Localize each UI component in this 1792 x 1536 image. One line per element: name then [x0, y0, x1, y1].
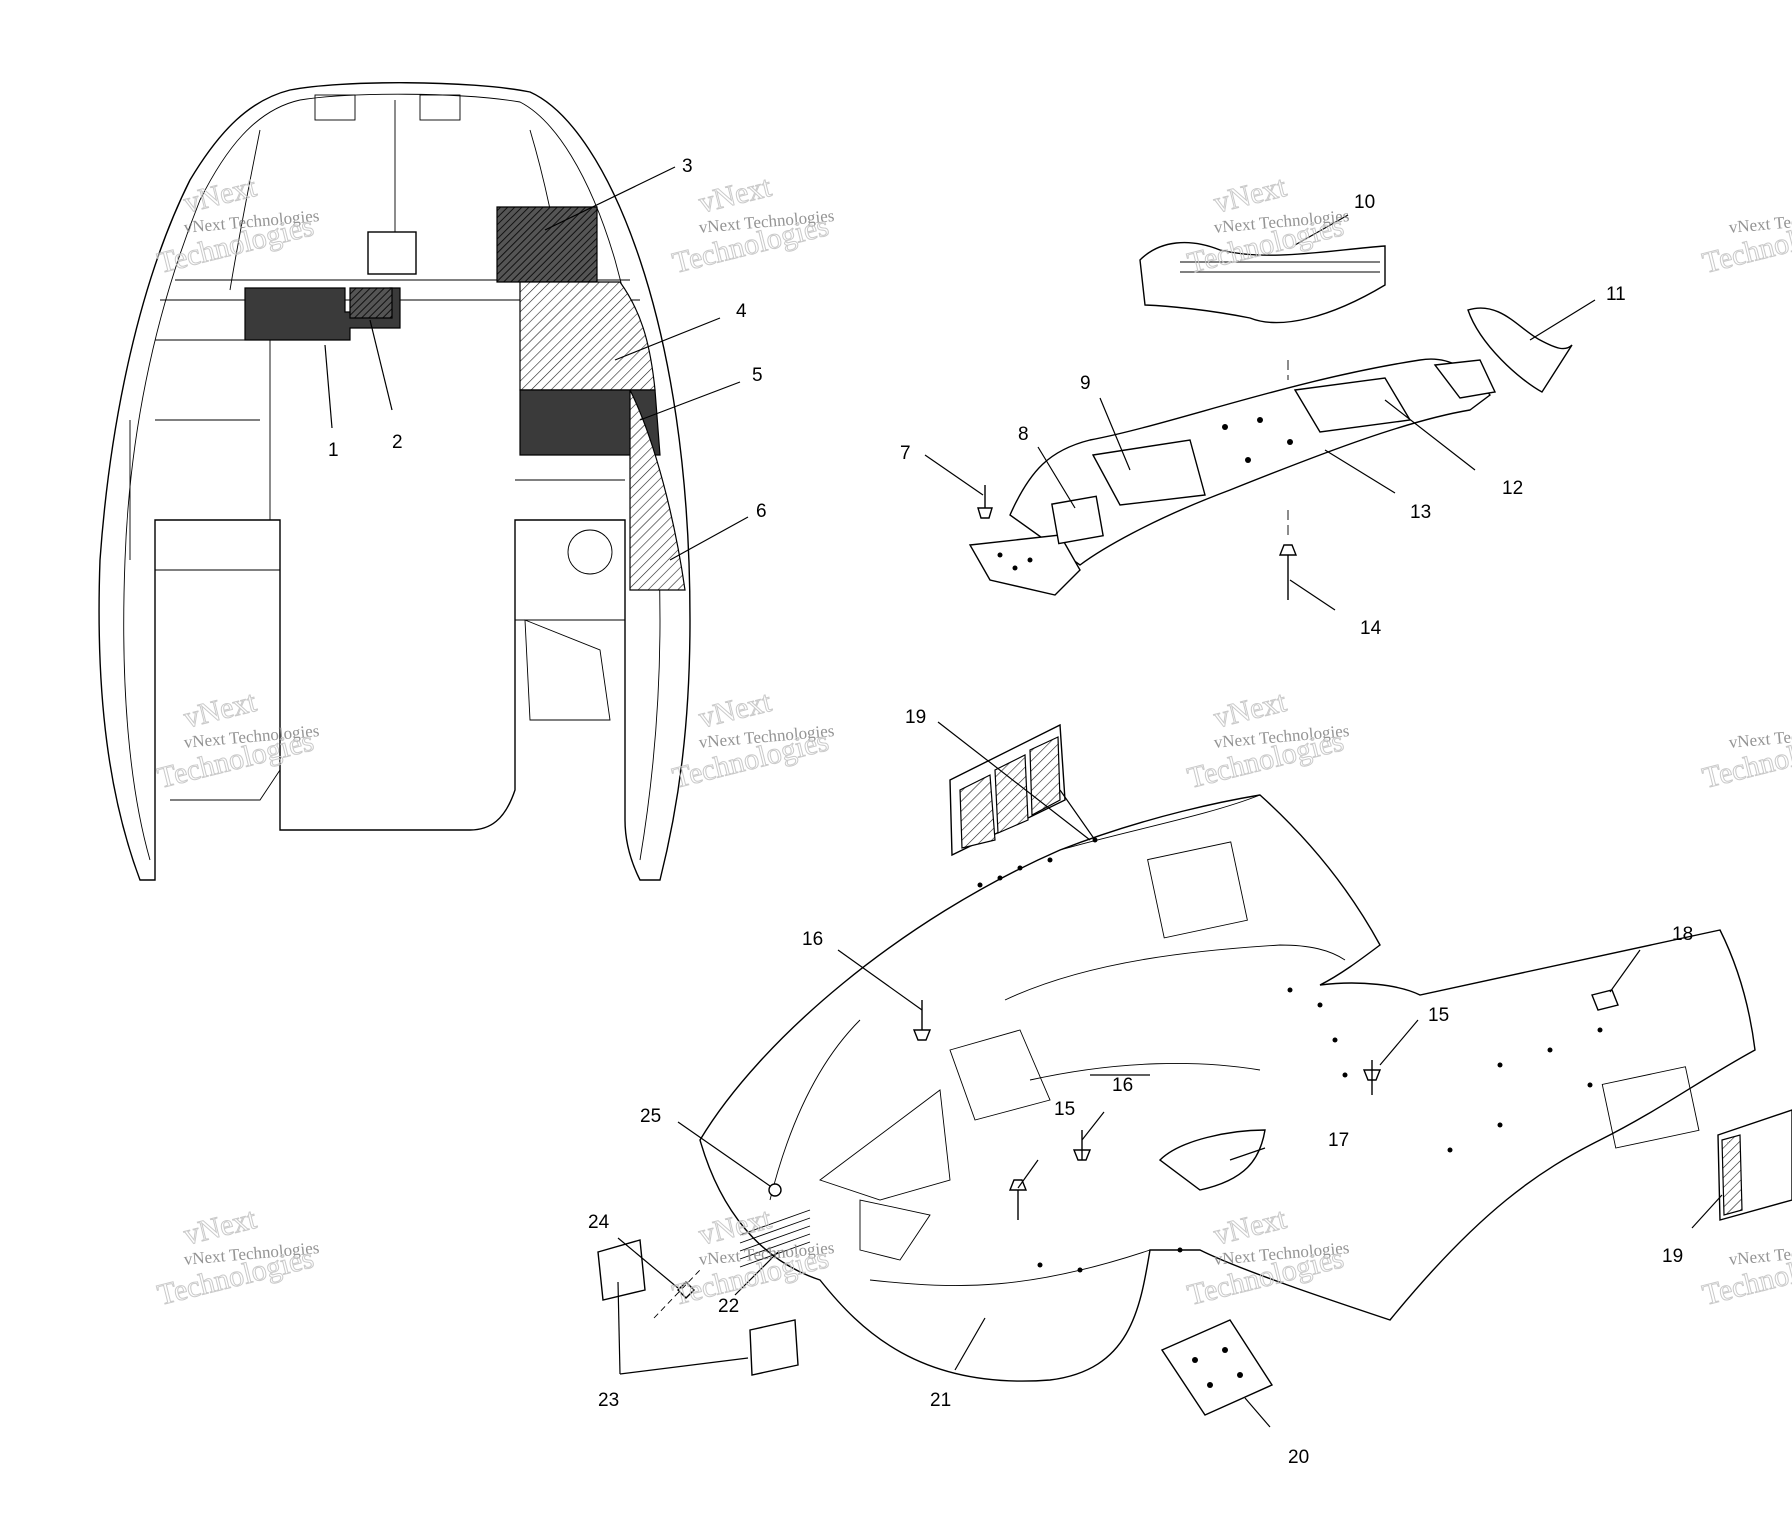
- part-24-fastener: [677, 1281, 695, 1299]
- callout-4: 4: [736, 301, 747, 322]
- callout-9: 9: [1080, 373, 1091, 394]
- part-1-panel: [244, 287, 401, 341]
- leader-lines: [324, 166, 1723, 1428]
- part-23-decal-b: [749, 1319, 799, 1376]
- part-16-fastener: [912, 1000, 932, 1041]
- callout-25: 25: [640, 1106, 661, 1127]
- hood-underside-view: [98, 82, 691, 881]
- part-16-fastener-b: [1072, 1130, 1092, 1161]
- callout-24: 24: [588, 1212, 610, 1233]
- seat-assembly-view: [968, 241, 1573, 600]
- part-9-decal: [1091, 439, 1206, 506]
- part-25-grommet: [768, 1183, 782, 1197]
- callout-18: 18: [1672, 924, 1693, 945]
- callout-12: 12: [1502, 478, 1523, 499]
- callout-labels: 1 2 3 4 5 6 7 8 9 10 11 12 13 14 15 15 1…: [328, 156, 1693, 1468]
- part-20-plate: [1160, 1319, 1274, 1416]
- callout-6: 6: [756, 501, 767, 522]
- callout-2: 2: [392, 432, 403, 453]
- part-17-decal: [1158, 1129, 1266, 1191]
- part-4-panel: [519, 281, 656, 391]
- part-18-clip: [1591, 989, 1619, 1011]
- callout-11: 11: [1606, 284, 1626, 305]
- part-11-clip: [1467, 307, 1573, 393]
- callout-14: 14: [1360, 618, 1382, 639]
- callout-7: 7: [900, 443, 911, 464]
- callout-20: 20: [1288, 1447, 1309, 1468]
- callout-16b: 16: [1112, 1075, 1133, 1096]
- lower-hood-view: [597, 723, 1792, 1416]
- callout-15b: 15: [1054, 1099, 1075, 1120]
- callout-19a: 19: [905, 707, 926, 728]
- part-5-panel: [519, 389, 661, 456]
- callout-3: 3: [682, 156, 693, 177]
- callout-23: 23: [598, 1390, 619, 1411]
- part-3-panel: [496, 206, 598, 283]
- part-23-decal-a: [597, 1239, 646, 1301]
- callout-10: 10: [1354, 192, 1375, 213]
- part-15-fastener: [1362, 1060, 1382, 1095]
- callout-8: 8: [1018, 424, 1029, 445]
- part-7-fastener: [977, 485, 993, 519]
- callout-21: 21: [930, 1390, 951, 1411]
- part-14-fastener: [1278, 544, 1298, 600]
- callout-17: 17: [1328, 1130, 1349, 1151]
- part-10-pad: [1139, 241, 1386, 324]
- callout-15a: 15: [1428, 1005, 1449, 1026]
- callout-19b: 19: [1662, 1246, 1683, 1267]
- part-6-panel: [629, 389, 686, 591]
- part-2-panel: [349, 287, 393, 319]
- callout-1: 1: [328, 440, 339, 461]
- part-15-fastener-b: [1008, 1179, 1028, 1220]
- callout-5: 5: [752, 365, 763, 386]
- callout-16a: 16: [802, 929, 823, 950]
- part-8-plate: [968, 534, 1081, 596]
- callout-22: 22: [718, 1296, 739, 1317]
- callout-13: 13: [1410, 502, 1431, 523]
